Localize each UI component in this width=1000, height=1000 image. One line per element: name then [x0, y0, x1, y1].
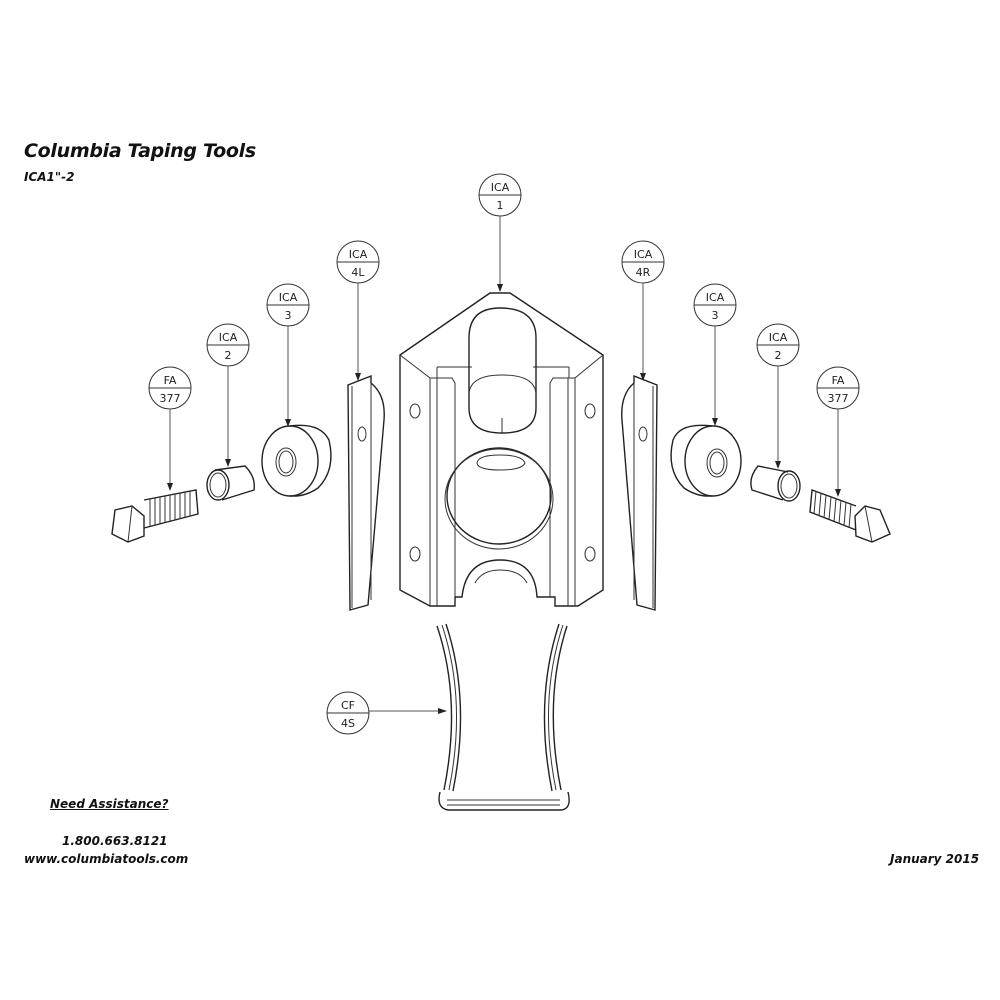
balloon-ica-4l: ICA 4L [336, 240, 380, 381]
balloon-label-bottom: 377 [160, 392, 181, 405]
balloon-label-top: FA [832, 374, 845, 387]
balloon-ica-4r: ICA 4R [621, 240, 665, 381]
balloon-fa-377-left: FA 377 [148, 366, 192, 491]
company-title: Columbia Taping Tools [24, 140, 256, 162]
bolt-right-part [809, 489, 891, 543]
roller-right-part [670, 424, 742, 497]
balloon-label-bottom: 4S [341, 717, 355, 730]
phone-number[interactable]: 1.800.663.8121 [62, 834, 168, 848]
balloon-label-bottom: 4R [636, 266, 651, 279]
main-housing-part [399, 292, 604, 607]
bushing-right-part [750, 465, 801, 502]
balloon-ica-2-right: ICA 2 [756, 323, 800, 469]
balloon-label-top: CF [341, 699, 355, 712]
roller-left-part [261, 424, 332, 497]
balloon-label-bottom: 4L [351, 266, 365, 279]
model-number: ICA1"-2 [24, 170, 75, 184]
balloon-label-top: ICA [706, 291, 725, 304]
balloon-ica-2-left: ICA 2 [206, 323, 250, 467]
balloon-ica-3-left: ICA 3 [266, 283, 310, 427]
balloon-label-top: ICA [219, 331, 238, 344]
bolt-left-part [111, 489, 199, 543]
website-link[interactable]: www.columbiatools.com [24, 852, 189, 866]
balloon-label-top: ICA [634, 248, 653, 261]
balloon-label-top: ICA [279, 291, 298, 304]
balloon-label-top: ICA [769, 331, 788, 344]
balloon-fa-377-right: FA 377 [816, 366, 860, 497]
balloon-ica-3-right: ICA 3 [693, 283, 737, 426]
balloon-label-top: ICA [349, 248, 368, 261]
balloon-label-bottom: 3 [712, 309, 719, 322]
balloon-label-bottom: 2 [775, 349, 782, 362]
bushing-left-part [206, 465, 255, 501]
balloon-label-bottom: 1 [497, 199, 504, 212]
balloon-ica-1: ICA 1 [478, 173, 522, 292]
need-assistance-label: Need Assistance? [50, 797, 169, 811]
side-plate-left-part [347, 374, 385, 611]
balloon-cf-4s: CF 4S [326, 691, 447, 735]
spring-clip-part [436, 623, 570, 811]
revision-date: January 2015 [890, 852, 980, 866]
balloon-label-bottom: 3 [285, 309, 292, 322]
side-plate-right-part [621, 374, 658, 611]
balloon-label-top: FA [164, 374, 177, 387]
balloon-label-bottom: 377 [828, 392, 849, 405]
balloon-label-bottom: 2 [225, 349, 232, 362]
balloon-label-top: ICA [491, 181, 510, 194]
